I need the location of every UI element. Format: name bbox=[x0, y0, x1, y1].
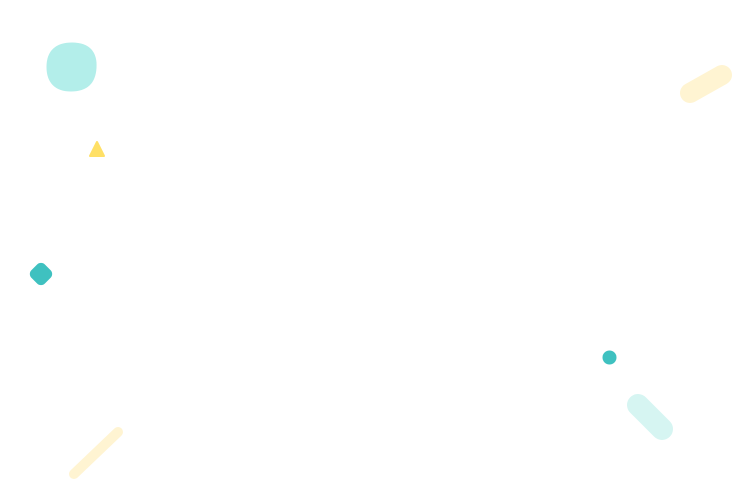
diamond-shape bbox=[29, 262, 53, 286]
pill-shape-yellow bbox=[680, 65, 732, 103]
triangle-shape bbox=[89, 141, 105, 157]
blob-shape bbox=[46, 42, 97, 92]
dot-shape bbox=[602, 350, 617, 365]
line-shape-yellow bbox=[69, 427, 123, 479]
pill-shape-teal bbox=[627, 394, 673, 440]
